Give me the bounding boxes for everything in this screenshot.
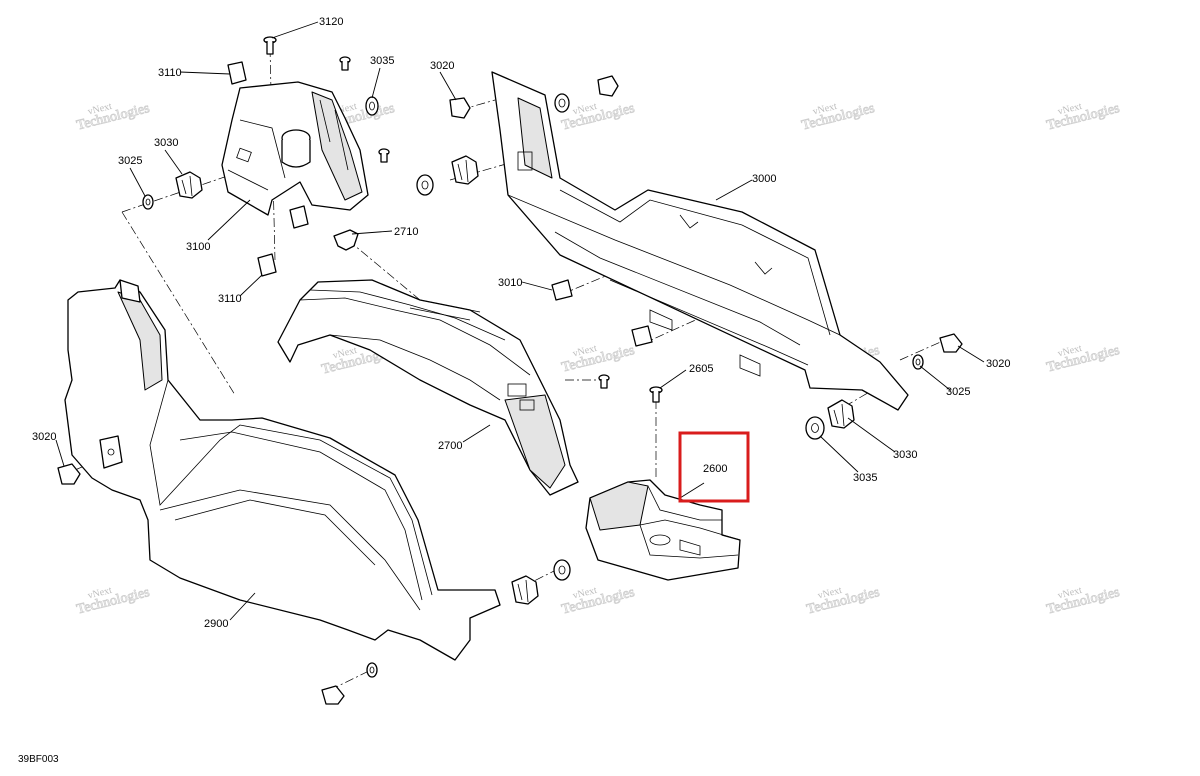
rivet-3030-icon — [511, 575, 539, 605]
pushpin-3020-icon — [939, 333, 963, 353]
rivet-3030-icon — [175, 171, 203, 199]
washer-icon — [912, 354, 924, 370]
callout-3110-bottom: 3110 — [218, 293, 242, 305]
highlight-box-2600 — [678, 431, 750, 503]
callout-3110-top: 3110 — [158, 67, 182, 79]
leader-lines — [55, 21, 985, 621]
screw-arch-icon — [598, 374, 610, 389]
washer-icon — [554, 93, 570, 113]
rivet-3030-icon — [451, 155, 479, 185]
screw-top-icon — [339, 56, 351, 71]
callout-2710: 2710 — [394, 226, 418, 238]
clip-3010-icon — [551, 279, 573, 301]
part-3000-right-side-panel — [491, 71, 909, 411]
washer-icon — [805, 416, 825, 440]
callout-labels: 3120 3110 3035 3020 3030 3025 3100 2710 … — [32, 16, 1010, 630]
clip-3110-bottom-icon — [257, 253, 277, 277]
pushpin-3020-icon — [57, 463, 81, 485]
callout-3020-top: 3020 — [430, 60, 454, 72]
part-2600-support-block — [585, 479, 741, 581]
callout-3025-left: 3025 — [118, 155, 142, 167]
figure-code: 39BF003 — [18, 754, 59, 765]
pin-2710-icon — [333, 229, 359, 251]
part-2900-left-lower-panel — [64, 279, 501, 661]
callout-3030-left: 3030 — [154, 137, 178, 149]
screw-mid-icon — [378, 148, 390, 163]
callout-3120: 3120 — [319, 16, 343, 28]
callout-2700: 2700 — [438, 440, 462, 452]
callout-2605: 2605 — [689, 363, 713, 375]
callout-3100: 3100 — [186, 241, 210, 253]
washer-icon — [553, 559, 571, 581]
callout-3035-right: 3035 — [853, 472, 877, 484]
clip-3110-mid-icon — [289, 205, 309, 229]
screw-3120-icon — [263, 36, 277, 55]
pushpin-3020-icon — [321, 685, 345, 705]
pushpin-3020-icon — [449, 97, 471, 119]
part-2700-center-arch — [277, 279, 579, 496]
callout-3020-right: 3020 — [986, 358, 1010, 370]
callout-3025-right: 3025 — [946, 386, 970, 398]
clip-3010-icon — [631, 325, 653, 347]
callout-3020-left: 3020 — [32, 431, 56, 443]
washer-icon — [142, 194, 154, 210]
clip-3110-top-icon — [227, 61, 247, 85]
callout-3030-right: 3030 — [893, 449, 917, 461]
washer-icon — [365, 96, 379, 116]
screw-2605-icon — [649, 386, 663, 403]
callout-3010: 3010 — [498, 277, 522, 289]
washer-icon — [366, 662, 378, 678]
hardware-parts — [57, 36, 963, 705]
callout-3035-top: 3035 — [370, 55, 394, 67]
callout-2900: 2900 — [204, 618, 228, 630]
part-3100-upper-bracket — [221, 81, 369, 216]
callout-2600: 2600 — [703, 463, 727, 475]
callout-3000: 3000 — [752, 173, 776, 185]
rivet-3030-icon — [827, 399, 855, 429]
pushpin-3020-icon — [597, 75, 619, 97]
washer-icon — [416, 174, 434, 196]
